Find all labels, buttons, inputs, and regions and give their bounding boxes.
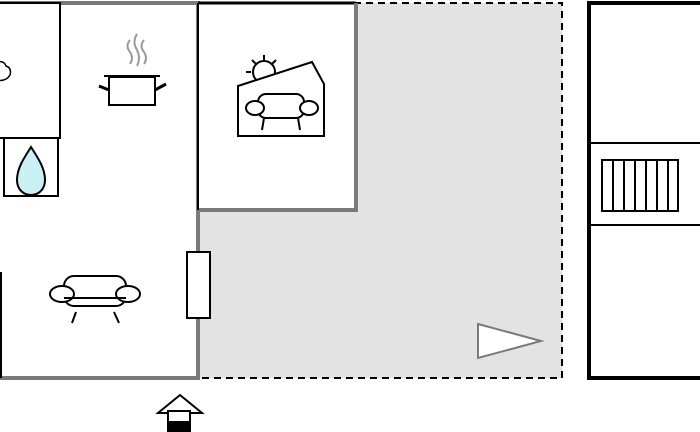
entrance-icon [155,393,205,432]
water-drop-icon [15,145,47,197]
wash-basin-icon [0,60,12,82]
north-arrow-icon [477,322,545,360]
bathroom-room [0,2,61,139]
second-building [587,1,700,380]
stairs-icon [601,159,679,212]
conservatory-sofa-icon [237,55,325,137]
kitchen-pot-icon [98,33,167,106]
window-icon [186,251,211,319]
sofa-icon [49,275,141,324]
sofa-small [245,93,319,131]
